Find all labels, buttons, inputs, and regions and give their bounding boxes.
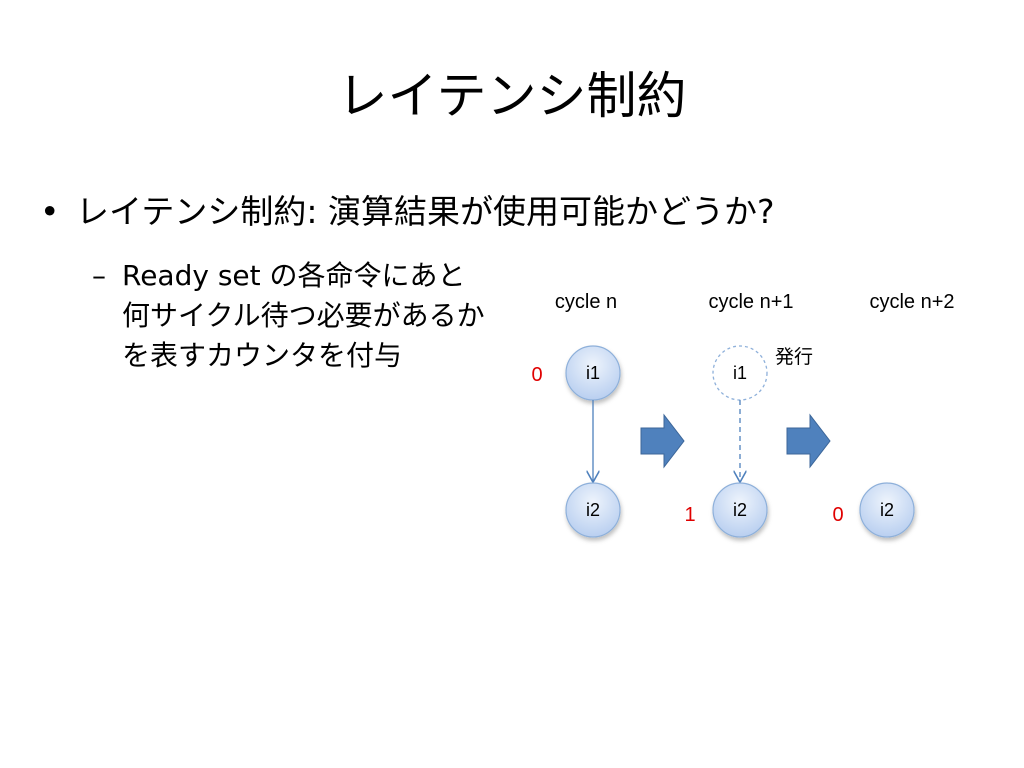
node-label-i1-issued: i1 <box>733 363 747 383</box>
node-label-i1: i1 <box>586 363 600 383</box>
cycle-label-n2: cycle n+2 <box>869 291 954 313</box>
sub-bullet-marker: – <box>92 259 106 292</box>
node-i1-cycle-n: i1 <box>565 345 621 401</box>
counter-cycle-n2-i2: 0 <box>832 504 843 526</box>
counter-cycle-n-i1: 0 <box>531 364 542 386</box>
node-i2-cycle-n2: i2 <box>859 482 915 538</box>
node-label-i2: i2 <box>586 500 600 520</box>
node-i2-cycle-n1: i2 <box>712 482 768 538</box>
node-i1-issued: i1 <box>712 345 768 401</box>
node-i2-cycle-n: i2 <box>565 482 621 538</box>
sub-bullet-text: Ready set の各命令にあと何サイクル待つ必要があるかを表すカウンタを付与 <box>122 259 485 372</box>
cycle-label-n: cycle n <box>555 291 617 313</box>
counter-cycle-n1-i2: 1 <box>684 504 695 526</box>
slide-title: レイテンシ制約 <box>337 67 687 125</box>
transition-arrow-2 <box>786 413 831 469</box>
node-label-i2: i2 <box>880 500 894 520</box>
sub-bullet: – Ready set の各命令にあと何サイクル待つ必要があるかを表すカウンタを… <box>92 256 492 376</box>
node-label-i2: i2 <box>733 500 747 520</box>
main-bullet: • レイテンシ制約: 演算結果が使用可能かどうか? <box>40 186 1000 238</box>
cycle-label-n1: cycle n+1 <box>708 291 793 313</box>
main-bullet-text: レイテンシ制約: 演算結果が使用可能かどうか? <box>76 192 775 231</box>
issue-label: 発行 <box>775 346 813 368</box>
transition-arrow-1 <box>640 413 685 469</box>
bullet-marker: • <box>40 192 60 231</box>
